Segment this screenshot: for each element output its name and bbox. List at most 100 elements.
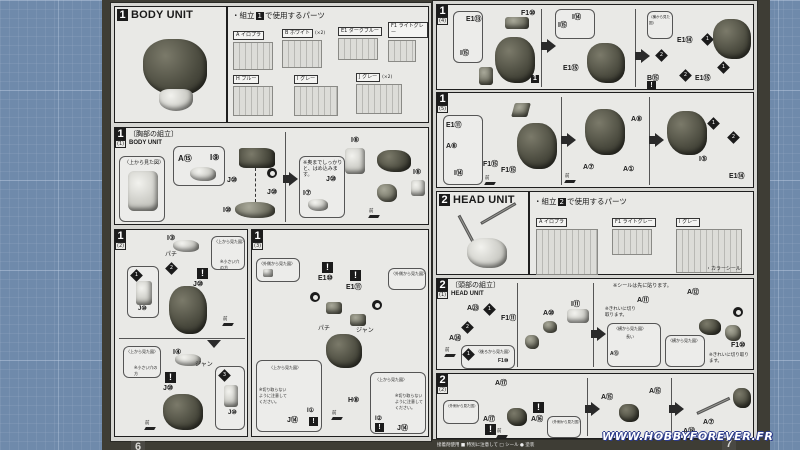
step-substep: (2) bbox=[115, 242, 127, 250]
detail-part bbox=[190, 167, 216, 181]
sequence-1: 1 bbox=[701, 33, 714, 46]
right-page: 1 (4) E1⑬ I⑮ F1⑩ 1 I⑭ I⑮ E1⑮ 〈横から見た図〉 bbox=[432, 0, 758, 448]
step-number: 1 bbox=[252, 230, 263, 242]
topview-right: 〈上から見た図〉 ※切り取らないように注意してください。 I② ! J⑭ bbox=[370, 372, 426, 434]
divider bbox=[635, 9, 636, 87]
shoulder-part-left bbox=[326, 302, 342, 314]
next-arrow bbox=[635, 49, 650, 63]
caution-icon: ! bbox=[533, 402, 544, 413]
front-indicator: 前 bbox=[145, 420, 155, 430]
step-substep: (3) bbox=[252, 242, 264, 250]
step-number: 1 bbox=[115, 230, 126, 242]
torso-assembly-3 bbox=[713, 19, 751, 59]
sequence-2: 2 bbox=[165, 262, 178, 275]
chest-lower bbox=[377, 184, 397, 202]
step-number: 1 bbox=[117, 9, 128, 21]
body-unit-header: 1 BODY UNIT bbox=[114, 6, 227, 123]
upper-plate bbox=[511, 103, 531, 117]
chest-part bbox=[239, 148, 275, 168]
unit-title: HEAD UNIT bbox=[453, 194, 515, 206]
head-part bbox=[543, 321, 557, 333]
runner-f1: F1 ライトグレー bbox=[388, 19, 428, 62]
detail-callout-2: I⑭ I⑮ bbox=[555, 9, 595, 39]
next-arrow bbox=[283, 172, 298, 186]
nipper-icon bbox=[267, 168, 277, 178]
sequence-2: 2 bbox=[461, 321, 474, 334]
caution-icon: ! bbox=[350, 270, 361, 281]
divider bbox=[517, 283, 518, 367]
head-side bbox=[725, 325, 741, 341]
outside-view-left: 〈外側から見た図〉 bbox=[256, 258, 300, 282]
torso-assembly bbox=[495, 37, 535, 83]
topview-part bbox=[128, 171, 158, 211]
runner-a: A イロプラ bbox=[536, 208, 598, 275]
divider bbox=[119, 338, 245, 339]
antenna-part bbox=[696, 396, 731, 415]
step-1-2-panel: 1 (2) I③ 〈上から見た図〉 ※小さい穴の方 パチ 2 ! J⑩ 1 J⑩… bbox=[114, 229, 248, 437]
runner-e1: E1 ダークブルー bbox=[338, 17, 382, 60]
watermark: WWW.HOBBYFOREVER.FR bbox=[602, 430, 774, 443]
sequence-3: 3 bbox=[218, 369, 231, 382]
chest-assembly bbox=[377, 150, 411, 172]
front-indicator: 前 bbox=[223, 316, 233, 326]
chest-base bbox=[235, 202, 275, 218]
runner-f1: F1 ライトグレー bbox=[612, 208, 656, 255]
step-number: 2 bbox=[439, 194, 450, 206]
head-unit-header: 2 HEAD UNIT bbox=[436, 191, 529, 275]
next-arrow-down bbox=[207, 340, 221, 348]
step-substep: (4) bbox=[437, 17, 449, 25]
back-view-callout: 1 〈後ろから見た図〉 F1⑩ bbox=[461, 345, 515, 369]
front-indicator: 前 bbox=[497, 428, 507, 438]
sequence-1: 1 bbox=[130, 269, 143, 282]
torso-assembly bbox=[326, 334, 362, 368]
front-indicator: 前 bbox=[485, 175, 495, 185]
side-detail-callout-2: 3 J⑩ bbox=[215, 366, 245, 430]
sequence-2: 2 bbox=[655, 49, 668, 62]
step-substep: (1) bbox=[115, 140, 127, 148]
caution-icon: ! bbox=[647, 81, 656, 90]
ref-step: 1 bbox=[531, 75, 539, 83]
head-assembly bbox=[699, 319, 721, 335]
sticker-label: ・カラーシール bbox=[706, 266, 741, 272]
head-assembly-2 bbox=[619, 404, 639, 422]
detail-part bbox=[136, 281, 152, 305]
step-subtitle: HEAD UNIT bbox=[451, 291, 484, 297]
topview-callout: 〈上から見た図〉 bbox=[119, 156, 165, 222]
step-1-1-panel: 1 (1) 〔胸部の組立〕 BODY UNIT 〈上から見た図〉 A⑮ I⑨ J… bbox=[114, 127, 429, 225]
divider bbox=[593, 283, 594, 367]
outside-view-right: 〈外側から見た図〉 bbox=[547, 416, 582, 438]
page-number: 6 bbox=[131, 441, 146, 450]
step-substep: (2) bbox=[437, 386, 449, 394]
side-view-callout: 〈横から見た図〉 長い A⑬ bbox=[607, 323, 661, 367]
runner-a: A イロプラ bbox=[233, 21, 273, 70]
side-detail-callout: 1 J⑩ bbox=[127, 266, 159, 318]
caution-icon: ! bbox=[309, 417, 318, 426]
caution-icon: ! bbox=[197, 268, 208, 279]
sequence-1: 1 bbox=[707, 117, 720, 130]
detail-callout: A⑮ I⑨ bbox=[173, 146, 225, 186]
topview-callout: 〈上から見た図〉 ※小さい穴の方 bbox=[211, 236, 246, 270]
runner-i: I グレー bbox=[294, 65, 338, 116]
step-2-1-panel: 2 (1) 〔頭部の組立〕 HEAD UNIT A㉓ 1 F1⑪ 2 A㉔ 前 … bbox=[436, 278, 754, 370]
runner-j: J グレー(×2) bbox=[356, 63, 402, 114]
runner-h: H ブルー bbox=[233, 65, 273, 116]
step-heading: 〔胸部の組立〕 bbox=[129, 130, 178, 138]
sequence-1: 1 bbox=[462, 348, 475, 361]
caution-icon: ! bbox=[165, 372, 176, 383]
next-arrow bbox=[585, 402, 600, 416]
step-1-4-panel: 1 (4) E1⑬ I⑮ F1⑩ 1 I⑭ I⑮ E1⑮ 〈横から見た図〉 bbox=[436, 4, 754, 90]
step-number: 1 bbox=[437, 93, 448, 105]
outside-view-left: 〈外側から見た図〉 bbox=[443, 400, 479, 424]
front-indicator: 前 bbox=[332, 410, 342, 420]
body-unit-lower bbox=[159, 89, 193, 111]
head-unit-illustration bbox=[467, 238, 507, 268]
front-indicator: 前 bbox=[369, 208, 379, 218]
runner-i: I グレー bbox=[676, 208, 742, 273]
side-armor bbox=[479, 67, 493, 85]
outside-view-right: 〈外側から見た図〉 bbox=[388, 268, 427, 290]
symbol-legend: 接着剤使用 ■ 特別に注意して □ シール ● 塗装 bbox=[437, 443, 535, 448]
